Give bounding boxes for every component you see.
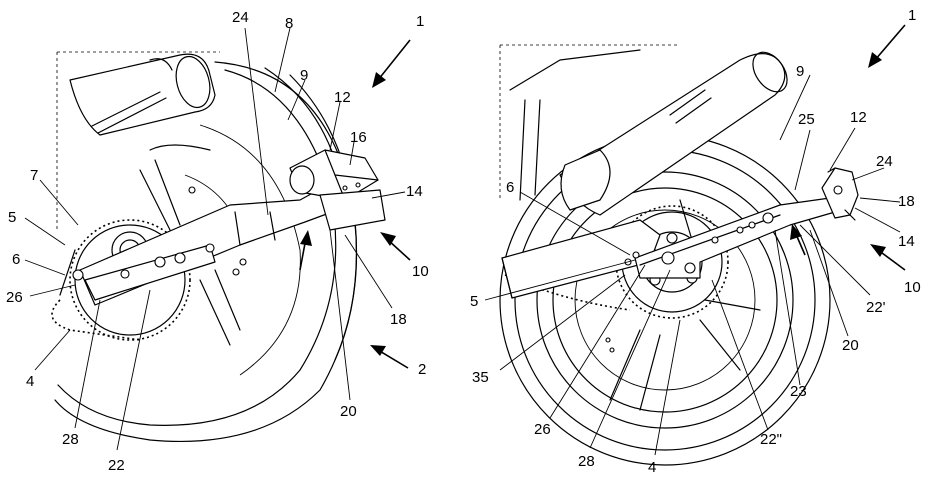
right-arrows bbox=[790, 24, 906, 271]
ref-label: 23 bbox=[790, 383, 807, 400]
ref-label: 35 bbox=[472, 369, 489, 386]
left-clamp bbox=[289, 149, 386, 231]
ref-label: 10 bbox=[412, 263, 429, 280]
ref-label: 4 bbox=[648, 459, 656, 476]
ref-label: 20 bbox=[842, 337, 859, 354]
left-arrows bbox=[299, 39, 411, 369]
ref-label: 24 bbox=[232, 9, 249, 26]
ref-label: 2 bbox=[418, 361, 426, 378]
ref-label: 6 bbox=[12, 251, 20, 268]
left-labels: 1 24 8 9 12 16 7 14 5 6 10 26 18 4 2 20 … bbox=[6, 9, 429, 474]
left-muffler bbox=[69, 53, 216, 136]
ref-label: 1 bbox=[908, 7, 916, 24]
left-view bbox=[24, 27, 411, 451]
ref-label: 10 bbox=[904, 279, 921, 296]
left-arrow-10-icon bbox=[387, 239, 411, 261]
right-stand-arm bbox=[624, 197, 836, 279]
ref-label: 9 bbox=[796, 63, 804, 80]
right-frame-outline bbox=[499, 44, 680, 200]
ref-label: 7 bbox=[30, 167, 38, 184]
right-muffler bbox=[509, 49, 788, 216]
ref-label: 5 bbox=[470, 293, 478, 310]
ref-label: 4 bbox=[26, 373, 34, 390]
left-rim bbox=[139, 144, 247, 346]
left-leaders bbox=[24, 27, 406, 451]
right-swing-arm bbox=[501, 219, 661, 299]
ref-label: 25 bbox=[798, 111, 815, 128]
left-stand-arm bbox=[72, 187, 333, 306]
ref-label: 22" bbox=[760, 431, 782, 448]
right-labels: 1 9 25 12 24 6 18 14 10 22' 5 20 23 35 2… bbox=[470, 7, 921, 476]
right-view bbox=[484, 24, 906, 466]
ref-label: 6 bbox=[506, 179, 514, 196]
ref-label: 5 bbox=[8, 209, 16, 226]
ref-label: 20 bbox=[340, 403, 357, 420]
ref-label: 14 bbox=[406, 183, 423, 200]
ref-label: 16 bbox=[350, 129, 367, 146]
ref-label: 1 bbox=[416, 13, 424, 30]
ref-label: 12 bbox=[334, 89, 351, 106]
ref-label: 28 bbox=[578, 453, 595, 470]
ref-label: 14 bbox=[898, 233, 915, 250]
right-rear-wheel bbox=[499, 134, 831, 466]
ref-label: 22 bbox=[108, 457, 125, 474]
ref-label: 22' bbox=[866, 299, 886, 316]
ref-label: 8 bbox=[285, 15, 293, 32]
ref-label: 26 bbox=[6, 289, 23, 306]
right-arrow-1-icon bbox=[874, 24, 906, 61]
ref-label: 18 bbox=[390, 311, 407, 328]
ref-label: 12 bbox=[850, 109, 867, 126]
ref-label: 24 bbox=[876, 153, 893, 170]
ref-label: 18 bbox=[898, 193, 915, 210]
left-arrow-1-icon bbox=[377, 39, 411, 81]
left-arrow-2-icon bbox=[377, 349, 409, 369]
right-arrow-10-icon bbox=[877, 249, 906, 271]
right-leaders bbox=[484, 74, 901, 456]
ref-label: 26 bbox=[534, 421, 551, 438]
ref-label: 9 bbox=[300, 67, 308, 84]
right-clamp bbox=[821, 167, 859, 221]
ref-label: 28 bbox=[62, 431, 79, 448]
